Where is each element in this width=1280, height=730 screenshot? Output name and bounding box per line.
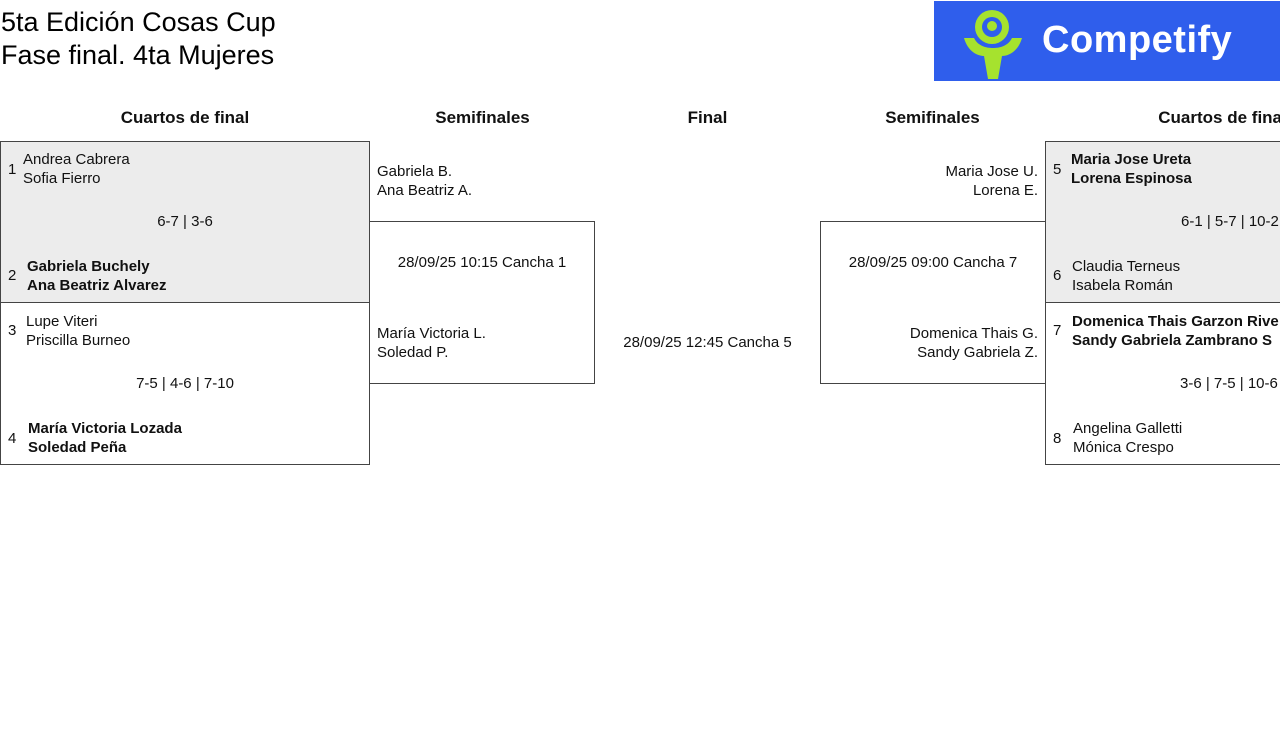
winner-player: Maria Jose Ureta (1071, 151, 1192, 168)
final-match-schedule[interactable]: 28/09/25 12:45 Cancha 5 (623, 334, 792, 351)
semifinal-player: Sandy Gabriela Z. (917, 344, 1038, 361)
semifinal-player: Gabriela B. (377, 163, 453, 180)
seed-number: 5 (1053, 161, 1062, 178)
match-score: 3-6 | 7-5 | 10-6 (1180, 375, 1278, 392)
team-player: Lupe Viteri (26, 313, 98, 330)
semifinal-player: Maria Jose U. (945, 163, 1038, 180)
team-player: Sofia Fierro (23, 170, 101, 187)
winner-player: Lorena Espinosa (1071, 170, 1192, 187)
match-schedule: 28/09/25 10:15 Cancha 1 (397, 254, 567, 271)
right-quarterfinal-match-1[interactable]: 5 Maria Jose Ureta Lorena Espinosa 6-1 |… (1045, 141, 1280, 303)
seed-number: 1 (8, 161, 17, 178)
team-player: Andrea Cabrera (23, 151, 130, 168)
winner-player: Gabriela Buchely (27, 258, 150, 275)
page-title: 5ta Edición Cosas Cup Fase final. 4ta Mu… (1, 6, 276, 72)
left-quarterfinal-match-2[interactable]: 3 Lupe Viteri Priscilla Burneo 7-5 | 4-6… (0, 302, 370, 465)
competify-wordmark: Competify (1042, 19, 1233, 61)
semifinal-player: Lorena E. (972, 182, 1038, 199)
right-quarterfinal-match-2[interactable]: 7 Domenica Thais Garzon Rive Sandy Gabri… (1045, 302, 1280, 465)
seed-number: 2 (8, 267, 17, 284)
semifinal-player: Ana Beatriz A. (377, 182, 473, 199)
winner-player: María Victoria Lozada (28, 420, 182, 437)
match-schedule: 28/09/25 09:00 Cancha 7 (848, 254, 1018, 271)
round-title-final: Final (687, 108, 728, 127)
seed-number: 4 (8, 430, 17, 447)
match-score: 6-7 | 3-6 (157, 213, 213, 230)
round-title-right-semifinals: Semifinales (885, 108, 980, 127)
round-title-left-quarterfinals: Cuartos de final (120, 108, 250, 127)
round-title-right-quarterfinals: Cuartos de final (1158, 108, 1280, 127)
left-quarterfinal-match-1[interactable]: 1 Andrea Cabrera Sofia Fierro 6-7 | 3-6 … (0, 141, 370, 303)
seed-number: 3 (8, 322, 17, 339)
title-line-1: 5ta Edición Cosas Cup (1, 7, 276, 37)
semifinal-player: Domenica Thais G. (909, 325, 1038, 342)
round-title-left-semifinals: Semifinales (435, 108, 530, 127)
team-player: Priscilla Burneo (26, 332, 131, 349)
right-semifinal-match[interactable]: 28/09/25 09:00 Cancha 7 Domenica Thais G… (820, 221, 1046, 384)
winner-player: Sandy Gabriela Zambrano S (1072, 332, 1273, 349)
winner-player: Domenica Thais Garzon Rive (1072, 313, 1279, 330)
team-player: Mónica Crespo (1073, 439, 1174, 456)
team-player: Claudia Terneus (1072, 258, 1181, 275)
match-score: 6-1 | 5-7 | 10-2 (1181, 213, 1279, 230)
competify-logo[interactable]: Competify (934, 1, 1280, 81)
match-score: 7-5 | 4-6 | 7-10 (136, 375, 234, 392)
left-semifinal-match[interactable]: 28/09/25 10:15 Cancha 1 María Victoria L… (369, 221, 595, 384)
winner-player: Soledad Peña (28, 439, 127, 456)
seed-number: 7 (1053, 322, 1062, 339)
team-player: Isabela Román (1072, 277, 1173, 294)
winner-player: Ana Beatriz Alvarez (27, 277, 167, 294)
team-player: Angelina Galletti (1073, 420, 1183, 437)
semifinal-player: María Victoria L. (377, 325, 486, 342)
seed-number: 8 (1053, 430, 1062, 447)
semifinal-player: Soledad P. (377, 344, 449, 361)
seed-number: 6 (1053, 267, 1062, 284)
title-line-2: Fase final. 4ta Mujeres (1, 40, 275, 70)
competify-person-icon (964, 10, 1022, 79)
